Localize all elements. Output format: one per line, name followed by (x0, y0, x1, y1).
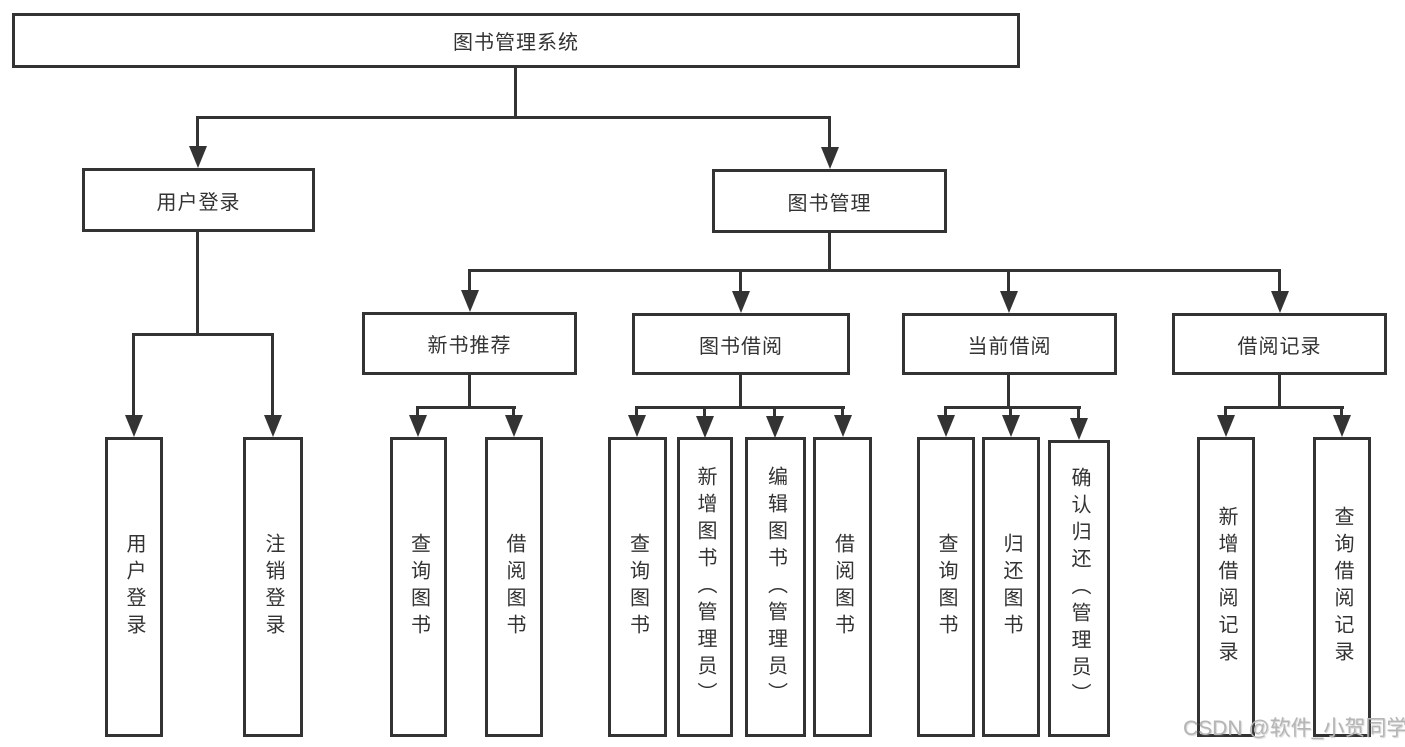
connector-records-stub (1278, 373, 1281, 409)
leaf-user-login: 用户登录 (105, 437, 163, 737)
arrow-down-icon (766, 416, 784, 438)
arrow-down-icon (696, 416, 714, 438)
leaf-borrow-borrow-books: 借阅图书 (813, 437, 872, 737)
connector-shaft (132, 334, 135, 417)
node-label: 新书推荐 (427, 335, 512, 357)
leaf-current-return-books: 归还图书 (982, 437, 1040, 737)
leaf-records-add-record: 新增借阅记录 (1197, 437, 1255, 737)
connector-root-stub (514, 66, 517, 119)
connector-shaft (1009, 407, 1012, 417)
leaf-current-confirm-return-admin: 确认归还（管理员） (1048, 440, 1110, 737)
connector-shaft (1340, 407, 1343, 417)
connector-userlogin-stub (196, 230, 199, 336)
node-label: 查询图书 (407, 533, 430, 641)
node-borrowing-records: 借阅记录 (1172, 313, 1387, 375)
node-label: 借阅记录 (1237, 335, 1322, 358)
node-book-borrowing: 图书借阅 (632, 313, 850, 375)
connector-bookmgmt-stub (828, 231, 831, 272)
node-current-borrowing: 当前借阅 (902, 313, 1117, 375)
node-user-login: 用户登录 (82, 168, 315, 232)
arrow-down-icon (264, 415, 282, 437)
node-label: 注销登录 (262, 533, 284, 641)
connector-shaft (1278, 270, 1281, 293)
arrow-down-icon (1070, 418, 1088, 440)
arrow-down-icon (821, 147, 839, 169)
node-label: 用户登录 (123, 533, 145, 641)
arrow-down-icon (732, 291, 750, 313)
connector-bookborrow-hline (635, 406, 845, 409)
leaf-records-query-record: 查询借阅记录 (1313, 437, 1371, 737)
node-label: 借阅图书 (503, 533, 525, 641)
connector-records-hline (1224, 406, 1344, 409)
node-library-system-root: 图书管理系统 (12, 13, 1020, 68)
node-label: 新增图书（管理员） (694, 465, 716, 709)
node-book-management: 图书管理 (712, 169, 947, 233)
arrow-down-icon (189, 146, 207, 168)
arrow-down-icon (628, 415, 646, 437)
csdn-watermark: CSDN @软件_小贺同学 (1183, 717, 1405, 740)
node-label: 新增借阅记录 (1215, 506, 1237, 668)
node-label: 查询图书 (626, 533, 649, 641)
node-label: 用户登录 (156, 191, 241, 214)
connector-currentborrow-hline (944, 406, 1081, 409)
arrow-down-icon (1333, 415, 1351, 437)
connector-shaft (512, 407, 515, 417)
connector-shaft (416, 407, 419, 417)
connector-currentborrow-stub (1007, 373, 1010, 409)
connector-shaft (1077, 407, 1080, 420)
node-label: 借阅图书 (831, 533, 854, 641)
node-label: 图书管理系统 (453, 32, 579, 54)
node-label: 归还图书 (1000, 533, 1022, 641)
arrow-down-icon (409, 415, 427, 437)
connector-shaft (703, 407, 706, 418)
node-label: 确认归还（管理员） (1068, 467, 1090, 710)
connector-newbook-hline (416, 406, 516, 409)
arrow-down-icon (834, 415, 852, 437)
connector-shaft (271, 334, 274, 417)
connector-level2-hline (196, 116, 831, 119)
node-label: 当前借阅 (967, 335, 1052, 358)
connector-shaft (1224, 407, 1227, 417)
leaf-current-query-books: 查询图书 (917, 437, 975, 737)
leaf-borrow-query-books: 查询图书 (608, 437, 667, 737)
connector-shaft (1007, 270, 1010, 293)
arrow-down-icon (461, 290, 479, 312)
connector-shaft (944, 407, 947, 417)
connector-level3-hline (468, 269, 1281, 272)
arrow-down-icon (125, 415, 143, 437)
node-label: 查询借阅记录 (1331, 506, 1353, 668)
connector-shaft (841, 407, 844, 417)
arrow-down-icon (1271, 291, 1289, 313)
leaf-borrow-add-books-admin: 新增图书（管理员） (677, 437, 733, 737)
connector-shaft (773, 407, 776, 418)
connector-shaft (739, 270, 742, 293)
arrow-down-icon (505, 415, 523, 437)
arrow-down-icon (1000, 291, 1018, 313)
leaf-borrow-edit-books-admin: 编辑图书（管理员） (745, 437, 806, 737)
arrow-down-icon (937, 415, 955, 437)
node-label: 编辑图书（管理员） (764, 465, 787, 709)
connector-shaft (635, 407, 638, 417)
leaf-newbook-query-books: 查询图书 (390, 437, 447, 737)
node-label: 图书借阅 (699, 335, 783, 358)
connector-newbook-stub (468, 373, 471, 409)
connector-bookborrow-stub (739, 373, 742, 409)
node-new-book-recommend: 新书推荐 (362, 312, 577, 375)
node-label: 查询图书 (935, 533, 957, 641)
leaf-newbook-borrow-books: 借阅图书 (485, 437, 543, 737)
connector-shaft (196, 117, 199, 148)
connector-shaft (468, 270, 471, 292)
connector-userlogin-hline (132, 333, 274, 336)
node-label: 图书管理 (787, 192, 872, 215)
leaf-logout: 注销登录 (243, 437, 303, 737)
arrow-down-icon (1002, 415, 1020, 437)
connector-shaft (828, 117, 831, 149)
arrow-down-icon (1217, 415, 1235, 437)
